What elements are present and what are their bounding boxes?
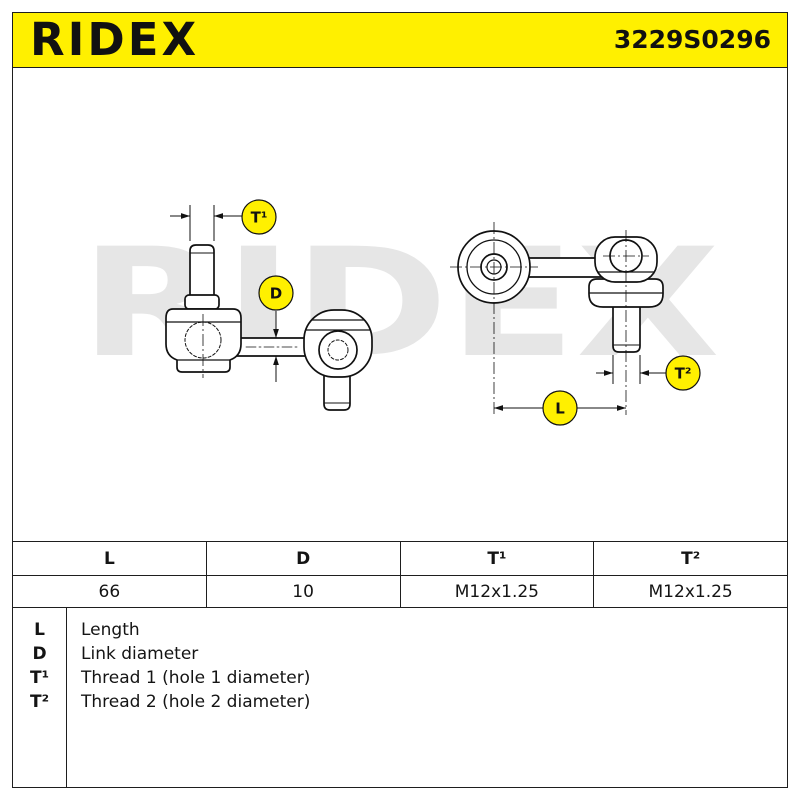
- col-header-l: L: [103, 548, 115, 569]
- col-header-t2: T²: [593, 542, 787, 575]
- value-l: 66: [98, 581, 121, 602]
- value-t2: M12x1.25: [593, 576, 787, 607]
- label-d-text: D: [270, 285, 282, 303]
- lower-stud-top: [612, 299, 641, 353]
- legend-desc-t1: Thread 1 (hole 1 diameter): [81, 668, 311, 688]
- label-t2: T²: [665, 355, 701, 391]
- spec-table: L D T¹ T² 66 10 M12x1.25 M12x1.25: [13, 541, 787, 608]
- rod-end-joint-side: [303, 309, 373, 378]
- legend-key-t2: T²: [29, 692, 50, 712]
- label-l-badge: [542, 390, 578, 426]
- spec-value-row: 66 10 M12x1.25 M12x1.25: [13, 576, 787, 608]
- legend-key-d: D: [32, 644, 47, 664]
- ball-housing: [165, 308, 242, 373]
- label-t2-text: T²: [675, 365, 692, 383]
- label-t1-text: T¹: [251, 209, 268, 227]
- legend: L D T¹ T² Length Link diameter Thread 1 …: [13, 608, 787, 787]
- lower-stud-side: [323, 367, 351, 411]
- legend-desc-d: Link diameter: [81, 644, 199, 664]
- brand-logo: RIDEX: [30, 13, 200, 66]
- label-l-text: L: [555, 400, 565, 418]
- col-header-t1: T¹: [399, 542, 594, 575]
- label-t1: T¹: [241, 199, 277, 235]
- spec-header-row: L D T¹ T²: [13, 542, 787, 576]
- header: RIDEX 3229S0296: [13, 13, 787, 68]
- legend-key-t1: T¹: [29, 668, 50, 688]
- joint-ball: [318, 330, 358, 370]
- label-l: L: [542, 390, 578, 426]
- value-t1: M12x1.25: [399, 576, 594, 607]
- technical-drawing: RIDEX: [13, 68, 787, 541]
- legend-desc-l: Length: [81, 620, 140, 640]
- label-d-badge: [258, 275, 294, 311]
- centerlines: [202, 222, 649, 415]
- label-t1-badge: [241, 199, 277, 235]
- part-number: 3229S0296: [613, 25, 771, 54]
- label-t2-badge: [665, 355, 701, 391]
- label-d: D: [258, 275, 294, 311]
- legend-descriptions: Length Link diameter Thread 1 (hole 1 di…: [67, 608, 310, 787]
- upper-stud: [189, 244, 215, 299]
- side-view: [165, 244, 373, 411]
- value-d: 10: [205, 576, 400, 607]
- legend-desc-t2: Thread 2 (hole 2 diameter): [81, 692, 311, 712]
- legend-keys: L D T¹ T²: [13, 608, 67, 787]
- legend-key-l: L: [34, 620, 45, 640]
- dimension-labels: T¹ D L T²: [241, 199, 701, 426]
- col-header-d: D: [205, 542, 400, 575]
- link-rod-top: [525, 257, 603, 278]
- stud-collar: [184, 294, 220, 310]
- drawing-canvas: RIDEX: [80, 199, 720, 426]
- datasheet-frame: RIDEX 3229S0296 RIDEX: [12, 12, 788, 788]
- joint-ball-inner: [327, 339, 349, 361]
